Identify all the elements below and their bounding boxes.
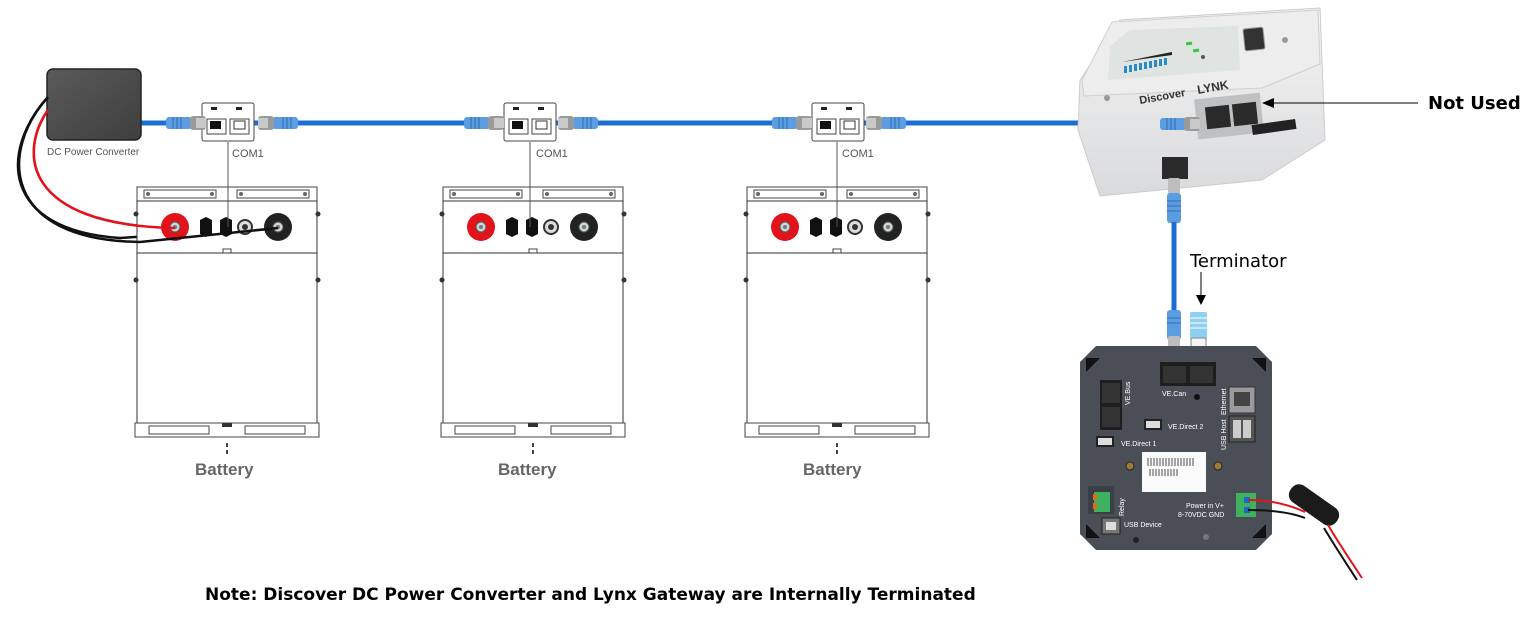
com1-port (811, 102, 865, 142)
relay-label: Relay (1119, 498, 1126, 516)
gx-power-cable (1247, 484, 1363, 581)
battery-3: COM1 Battery (742, 102, 932, 479)
not-used-callout: Not Used (1428, 93, 1521, 114)
lynk-model: LYNK (1196, 78, 1230, 97)
com1-label: COM1 (842, 148, 874, 160)
battery-1: COM1 Battery (132, 102, 322, 479)
ethernet-label: Ethernet (1221, 388, 1228, 415)
rj45-plug (463, 115, 505, 131)
usb-device-label: USB Device (1124, 522, 1162, 529)
lynk-port-bottom (1162, 157, 1188, 179)
power-in-label: Power in V+ (1186, 503, 1224, 510)
ve-direct-2-label: VE.Direct 2 (1168, 424, 1204, 431)
rj45-plug (257, 115, 299, 131)
lynk-slot (1251, 118, 1297, 136)
ve-direct-1-label: VE.Direct 1 (1121, 441, 1157, 448)
ve-direct-1-port (1096, 436, 1114, 447)
status-led (1185, 41, 1193, 46)
ve-direct-2-port (1144, 419, 1162, 430)
power-in-range-label: 8-70VDC GND (1178, 512, 1224, 519)
battery-level-leds (1122, 52, 1172, 73)
ve-bus-port-2 (1102, 407, 1120, 427)
com1-port (201, 102, 255, 142)
lynk-port-unused (1231, 101, 1259, 127)
ve-bus-port-1 (1102, 383, 1120, 403)
ve-can-port-1 (1163, 366, 1186, 383)
usb-host-label: USB Host (1221, 419, 1228, 450)
rj45-plug (771, 115, 813, 131)
battery-2: COM1 Battery (438, 102, 628, 479)
battery-label: Battery (803, 460, 862, 479)
rj45-plug (557, 115, 599, 131)
battery-label: Battery (195, 460, 254, 479)
com1-label: COM1 (536, 148, 568, 160)
footnote: Note: Discover DC Power Converter and Ly… (205, 585, 976, 605)
com1-port (503, 102, 557, 142)
gx-device: VE.Can VE.Bus VE.Direct 2 VE.Direct 1 Et… (1080, 346, 1272, 550)
ve-bus-label: VE.Bus (1125, 381, 1132, 405)
dc-power-converter-label: DC Power Converter (47, 147, 140, 158)
rj45-plug (865, 115, 907, 131)
status-led (1192, 48, 1200, 53)
relay-terminal (1094, 492, 1110, 512)
com1-label: COM1 (232, 148, 264, 160)
lynk-to-gx-cable (1167, 178, 1181, 358)
lynk-gateway: Discover LYNK (1077, 7, 1326, 197)
reset-button (1201, 55, 1205, 59)
dc-power-converter-body (46, 68, 142, 141)
ferrite-core (1288, 484, 1340, 526)
rj45-plug (165, 115, 207, 131)
terminator-callout: Terminator (1189, 251, 1287, 272)
ve-can-port-2 (1190, 366, 1213, 383)
battery-label: Battery (498, 460, 557, 479)
rj45-plug (1159, 116, 1201, 132)
usb-host-port (1228, 415, 1256, 443)
lynk-port-can-in (1204, 104, 1232, 130)
usb-port (1242, 26, 1266, 52)
ve-can-label: VE.Can (1162, 391, 1186, 398)
power-terminal (1236, 493, 1256, 517)
